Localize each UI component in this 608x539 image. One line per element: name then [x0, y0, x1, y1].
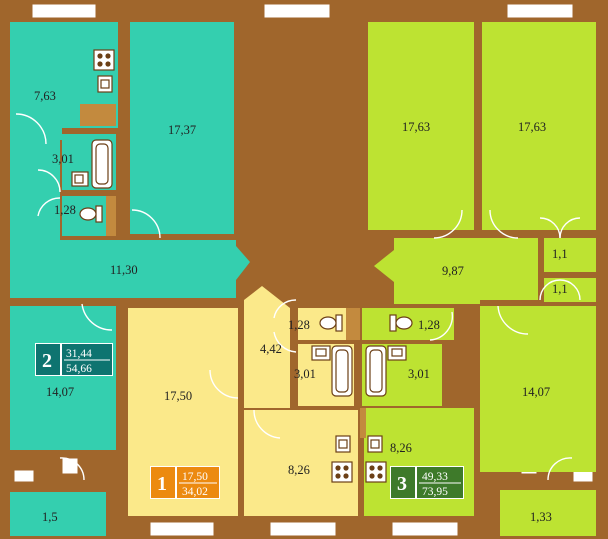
- sink-icon: [97, 75, 113, 93]
- badge-number: 2: [42, 350, 52, 372]
- apt3-room-bedroom-a: [368, 22, 474, 230]
- apt3-room-closet-a: [544, 238, 596, 272]
- apt3-room-hall: [374, 238, 538, 304]
- apt2-room-living: [130, 22, 234, 234]
- toilet-icon: [79, 205, 103, 223]
- badge-number: 3: [397, 473, 407, 495]
- sink-icon: [335, 435, 351, 453]
- badge-apartment-3: 3 49,33 73,95: [390, 466, 464, 499]
- apt3-room-bedroom-c: [480, 306, 596, 472]
- apt3-room-balcony: [500, 490, 596, 536]
- area-label: 17,63: [402, 120, 430, 134]
- area-label: 8,26: [288, 463, 310, 477]
- badge-living-area: 17,50: [182, 471, 208, 483]
- bathtub-icon: [365, 345, 387, 397]
- stove-icon: [365, 461, 387, 483]
- badge-living-area: 49,33: [422, 471, 448, 483]
- badge-total-area: 73,95: [422, 486, 448, 498]
- toilet-icons: [79, 205, 413, 332]
- area-label: 1,1: [552, 282, 568, 296]
- area-label: 1,5: [42, 510, 58, 524]
- apartment-2: [10, 22, 250, 536]
- area-label: 1,28: [418, 318, 440, 332]
- area-label: 17,50: [164, 389, 192, 403]
- badge-living-area: 31,44: [66, 348, 92, 360]
- sink-icon: [311, 345, 331, 361]
- badge-number: 1: [157, 473, 167, 495]
- sink-icon: [71, 171, 89, 187]
- area-label: 4,42: [260, 342, 282, 356]
- badge-apartment-2: 2 31,44 54,66: [35, 343, 113, 376]
- area-label: 1,28: [54, 203, 76, 217]
- bathtub-icon: [331, 345, 353, 397]
- toilet-icon: [319, 314, 343, 332]
- windows: [13, 3, 594, 537]
- area-label: 17,37: [168, 123, 196, 137]
- sink-icons: [71, 75, 407, 453]
- area-label: 3,01: [408, 367, 430, 381]
- toilet-icon: [389, 314, 413, 332]
- area-label: 3,01: [52, 152, 74, 166]
- bathtub-icon: [91, 139, 113, 189]
- room-labels: 7,63 17,37 3,01 1,28 11,30 14,07 1,5 17,…: [34, 89, 568, 524]
- badge-total-area: 54,66: [66, 363, 92, 375]
- area-label: 8,26: [390, 441, 412, 455]
- door-swings: [15, 113, 581, 481]
- badge-apartment-1: 1 17,50 34,02: [150, 466, 220, 499]
- apt1-room-hall: [244, 286, 290, 408]
- area-label: 3,01: [294, 367, 316, 381]
- area-label: 7,63: [34, 89, 56, 103]
- apt3-room-bedroom-b: [482, 22, 596, 230]
- area-label: 11,30: [110, 263, 138, 277]
- service-blocks: [80, 104, 366, 438]
- bathtub-icons: [91, 139, 387, 397]
- area-label: 1,33: [530, 510, 552, 524]
- apt2-room-balcony: [10, 492, 106, 536]
- badge-total-area: 34,02: [182, 486, 208, 498]
- area-label: 1,1: [552, 247, 568, 261]
- area-label: 1,28: [288, 318, 310, 332]
- stove-icon: [331, 461, 353, 483]
- stove-icon: [93, 49, 115, 71]
- sink-icon: [387, 345, 407, 361]
- apt2-room-hall: [10, 140, 250, 298]
- area-label: 9,87: [442, 264, 464, 278]
- area-label: 14,07: [522, 385, 550, 399]
- sink-icon: [367, 435, 383, 453]
- stove-icons: [93, 49, 387, 483]
- area-label: 14,07: [46, 385, 74, 399]
- area-label: 17,63: [518, 120, 546, 134]
- apt2-room-bedroom: [10, 306, 116, 450]
